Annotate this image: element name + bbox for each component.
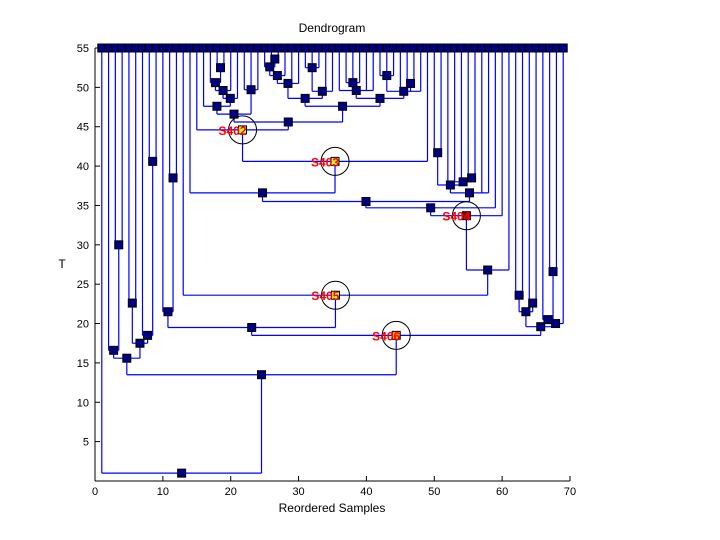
y-tick-label: 55 <box>77 43 89 55</box>
merge-node-marker <box>229 109 239 119</box>
leaf-node-marker <box>558 43 568 53</box>
highlighted-node-marker <box>461 211 471 221</box>
merge-node-marker <box>483 265 493 275</box>
merge-node-marker <box>351 86 361 96</box>
merge-node-marker <box>536 322 546 332</box>
y-tick-label: 10 <box>77 397 89 409</box>
x-tick-label: 0 <box>92 486 98 498</box>
x-tick-label: 30 <box>292 486 304 498</box>
node-label: S406 <box>372 329 400 343</box>
merge-node-marker <box>148 156 158 166</box>
merge-node-marker <box>216 63 226 73</box>
merge-node-marker <box>225 93 235 103</box>
merge-node-marker <box>258 188 268 198</box>
merge-node-marker <box>458 177 468 187</box>
highlight-circle <box>381 320 411 350</box>
y-tick-label: 45 <box>77 122 89 134</box>
node-label: S405 <box>311 289 339 303</box>
merge-node-marker <box>212 101 222 111</box>
merge-node-marker <box>406 78 416 88</box>
y-tick-label: 40 <box>77 161 89 173</box>
y-axis-label: T <box>58 257 66 271</box>
highlight-circle <box>228 115 258 145</box>
merge-node-marker <box>548 267 558 277</box>
y-tick-label: 25 <box>77 279 89 291</box>
merge-node-marker <box>122 353 132 363</box>
x-axis-label: Reordered Samples <box>279 501 386 515</box>
merge-node-marker <box>163 307 173 317</box>
highlighted-node-marker <box>238 125 248 135</box>
merge-node-marker <box>270 54 280 64</box>
merge-node-marker <box>467 173 477 183</box>
merge-node-marker <box>348 78 358 88</box>
merge-node-marker <box>361 197 371 207</box>
highlight-circle <box>320 146 350 176</box>
merge-node-marker <box>127 298 137 308</box>
highlighted-node-marker <box>330 156 340 166</box>
merge-node-marker <box>168 173 178 183</box>
merge-node-marker <box>143 330 153 340</box>
merge-node-marker <box>135 338 145 348</box>
merge-node-marker <box>283 117 293 127</box>
merge-node-marker <box>210 78 220 88</box>
highlighted-node-marker <box>330 290 340 300</box>
merge-node-marker <box>551 319 561 329</box>
x-tick-label: 70 <box>564 486 576 498</box>
merge-node-marker <box>246 85 256 95</box>
y-tick-label: 30 <box>77 240 89 252</box>
merge-node-marker <box>433 148 443 158</box>
merge-node-marker <box>265 62 275 72</box>
dendrogram-links <box>101 48 564 474</box>
highlighted-node-marker <box>391 330 401 340</box>
merge-node-marker <box>257 370 267 380</box>
merge-node-marker <box>272 71 282 81</box>
merge-node-marker <box>375 93 385 103</box>
merge-node-marker <box>521 307 531 317</box>
merge-node-marker <box>300 93 310 103</box>
y-tick-label: 20 <box>77 319 89 331</box>
y-tick-label: 5 <box>83 437 89 449</box>
x-tick-label: 60 <box>496 486 508 498</box>
merge-node-marker <box>382 71 392 81</box>
merge-node-marker <box>307 63 317 73</box>
merge-node-marker <box>338 101 348 111</box>
y-tick-label: 50 <box>77 82 89 94</box>
highlight-circle <box>451 201 481 231</box>
merge-node-marker <box>514 290 524 300</box>
merge-node-marker <box>114 240 124 250</box>
y-tick-label: 35 <box>77 200 89 212</box>
x-tick-label: 40 <box>360 486 372 498</box>
merge-node-marker <box>109 345 119 355</box>
merge-node-marker <box>247 322 257 332</box>
merge-node-marker <box>317 86 327 96</box>
merge-node-marker <box>528 298 538 308</box>
merge-node-marker <box>283 78 293 88</box>
merge-node-marker <box>218 86 228 96</box>
y-tick-label: 15 <box>77 358 89 370</box>
node-label: S404 <box>442 210 470 224</box>
x-tick-label: 50 <box>428 486 440 498</box>
x-tick-label: 10 <box>157 486 169 498</box>
merge-node-marker <box>445 180 455 190</box>
merge-node-marker <box>464 188 474 198</box>
node-label: S402 <box>219 124 247 138</box>
x-tick-label: 20 <box>225 486 237 498</box>
merge-node-marker <box>177 468 187 478</box>
axes: 0 10 20 30 40 50 60 70 5 10 15 20 25 30 35 40 45 50 55 <box>77 43 576 498</box>
node-label: S403 <box>311 155 339 169</box>
chart-title: Dendrogram <box>299 21 366 35</box>
merge-node-marker <box>426 203 436 213</box>
merge-node-marker <box>399 86 409 96</box>
highlight-circle <box>320 280 350 310</box>
